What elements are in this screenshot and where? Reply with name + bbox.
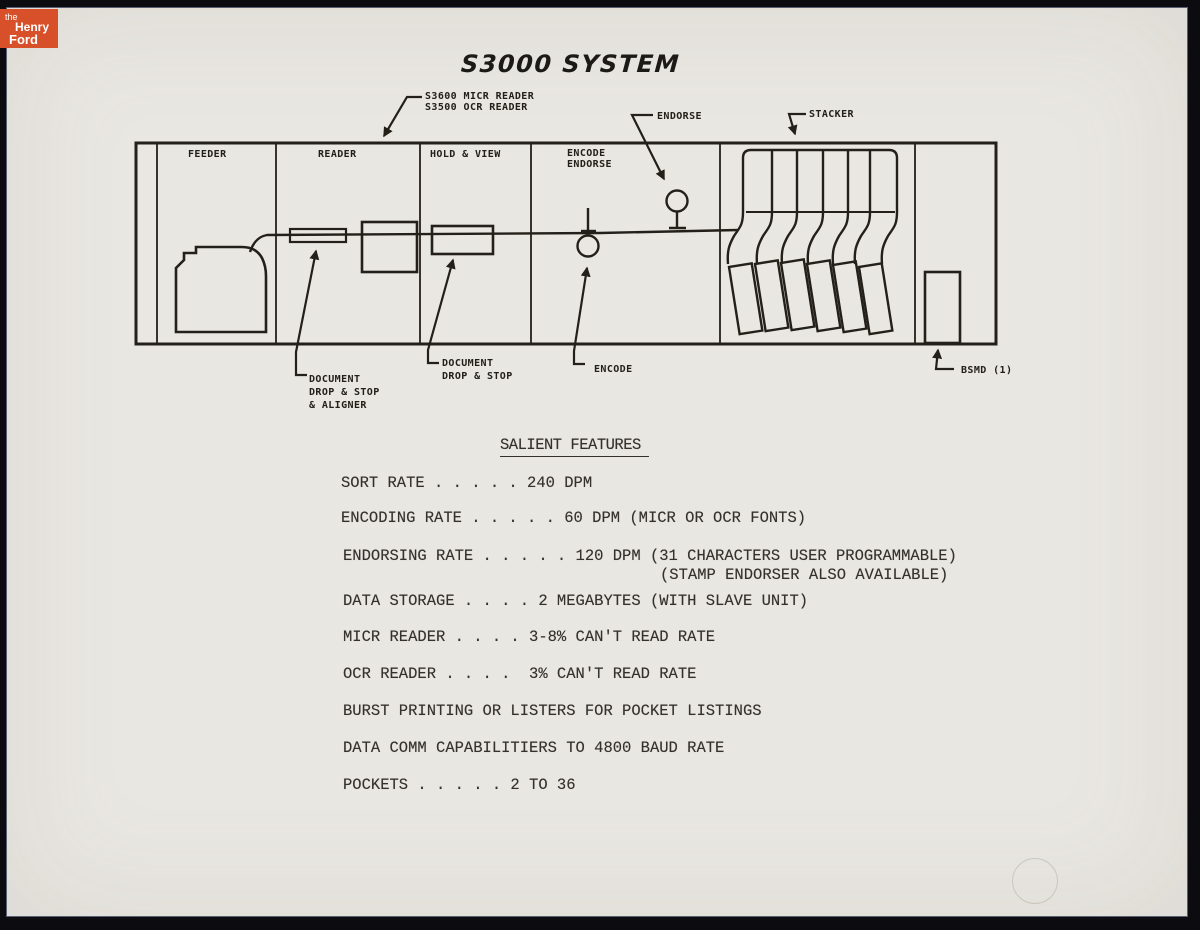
aligner-unit — [288, 227, 348, 244]
feature-line: POCKETS . . . . . 2 TO 36 — [343, 776, 576, 794]
stacker-arrow — [787, 112, 806, 136]
callout-encode: ENCODE — [594, 364, 633, 375]
feature-line: (STAMP ENDORSER ALSO AVAILABLE) — [660, 566, 949, 584]
feature-line: BURST PRINTING OR LISTERS FOR POCKET LIS… — [343, 702, 762, 720]
logo-text-the: the — [5, 12, 18, 22]
feature-line: ENCODING RATE . . . . . 60 DPM (MICR OR … — [341, 509, 807, 527]
feeder-hopper — [174, 245, 268, 334]
callout-stacker: STACKER — [809, 109, 855, 120]
section-label-endorse: ENDORSE — [567, 159, 612, 170]
drop-stop-arrow — [426, 258, 456, 365]
feature-line: ENDORSING RATE . . . . . 120 DPM (31 CHA… — [343, 547, 957, 565]
callout-endorse: ENDORSE — [657, 111, 702, 122]
callout-reader-model-1: S3600 MICR READER — [425, 91, 535, 102]
endorse-arrow — [630, 113, 665, 181]
callout-doc-drop-2: DROP & STOP — [442, 371, 513, 382]
section-label-encode: ENCODE — [567, 148, 606, 159]
section-dividers — [156, 143, 916, 344]
read-head-unit — [360, 220, 419, 274]
callout-doc-drop-aligner-1: DOCUMENT — [309, 374, 360, 385]
henry-ford-logo: the Henry Ford — [0, 9, 58, 48]
drop-stop-unit — [430, 224, 495, 256]
paper-blemish-circle — [1012, 858, 1058, 904]
logo-text-henry: Henry — [15, 20, 50, 34]
encode-wheel — [576, 208, 600, 258]
aligner-arrow — [294, 249, 320, 377]
callout-arrows — [294, 95, 954, 377]
section-label-feeder: FEEDER — [188, 149, 227, 160]
bsmd-arrow — [932, 348, 954, 371]
endorse-wheel — [665, 189, 689, 230]
section-label-hold-view: HOLD & VIEW — [430, 149, 501, 160]
logo-text-ford: Ford — [9, 32, 38, 47]
feature-line: OCR READER . . . . 3% CAN'T READ RATE — [343, 665, 697, 683]
reader-models-arrow — [383, 95, 422, 138]
callout-doc-drop-aligner-3: & ALIGNER — [309, 400, 367, 411]
feature-line: MICR READER . . . . 3-8% CAN'T READ RATE — [343, 628, 716, 646]
section-label-reader: READER — [318, 149, 357, 160]
feature-line: DATA COMM CAPABILITIERS TO 4800 BAUD RAT… — [343, 739, 725, 757]
features-heading: SALIENT FEATURES — [500, 436, 649, 457]
feature-line: SORT RATE . . . . . 240 DPM — [341, 474, 593, 492]
stacker-pockets — [727, 258, 894, 336]
stacker-channels — [726, 148, 899, 265]
callout-doc-drop-aligner-2: DROP & STOP — [309, 387, 380, 398]
callout-reader-model-2: S3500 OCR READER — [425, 102, 528, 113]
document-page — [7, 8, 1187, 916]
callout-bsmd: BSMD (1) — [961, 365, 1012, 376]
feature-line: DATA STORAGE . . . . 2 MEGABYTES (WITH S… — [343, 592, 809, 610]
machine-outline — [134, 141, 998, 346]
callout-doc-drop-1: DOCUMENT — [442, 358, 493, 369]
encode-arrow — [572, 266, 591, 366]
bsmd-unit — [923, 270, 962, 345]
